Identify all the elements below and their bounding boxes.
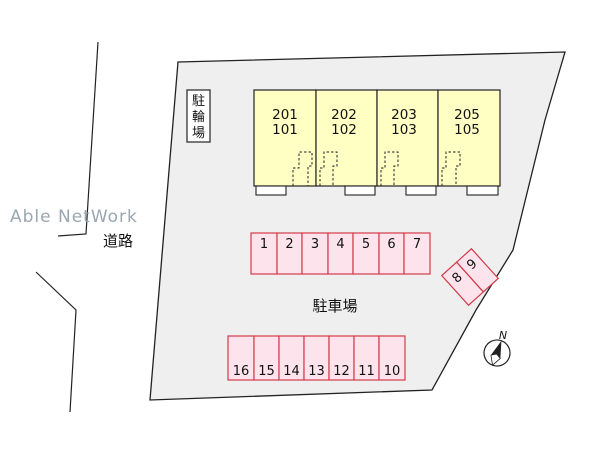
building-unit: 202 102 <box>315 89 378 196</box>
road-edge-lower <box>35 271 77 413</box>
entrance-dashed-outline <box>380 151 399 186</box>
parking-slot: 1 <box>250 232 278 275</box>
parking-slot: 7 <box>403 232 431 275</box>
entrance-dashed-outline <box>292 151 313 186</box>
unit-upper-number: 203 <box>391 107 417 123</box>
parking-slot-number: 15 <box>258 364 275 379</box>
road-label: 道路 <box>103 232 133 250</box>
parking-slot: 8 <box>440 261 485 307</box>
parking-angled: 8 9 <box>440 247 500 307</box>
bicycle-parking-box <box>186 89 211 143</box>
parking-slot-number: 4 <box>336 237 344 252</box>
entrance-dashed-outline <box>441 151 461 186</box>
parking-slot: 14 <box>278 335 305 381</box>
unit-upper-number: 202 <box>331 107 357 123</box>
parking-slot: 11 <box>353 335 380 381</box>
parking-slot: 13 <box>303 335 330 381</box>
parking-slot-number: 16 <box>233 364 250 379</box>
unit-upper-number: 201 <box>272 107 298 123</box>
parking-slot: 6 <box>378 232 405 275</box>
compass-icon <box>483 339 511 367</box>
parking-slot-number: 5 <box>362 237 370 252</box>
unit-step <box>466 185 499 196</box>
unit-lower-number: 105 <box>454 122 480 138</box>
parking-lot-label: 駐車場 <box>312 297 357 315</box>
watermark-text: Able NetWork <box>10 207 138 227</box>
parking-slot: 12 <box>328 335 355 381</box>
building-unit: 203 103 <box>376 89 439 196</box>
parking-slot: 2 <box>276 232 303 275</box>
road-lines <box>35 41 99 413</box>
bicycle-parking-char-1: 駐 <box>192 94 205 109</box>
bicycle-parking-char-2: 輪 <box>192 109 205 125</box>
parking-slot-number: 1 <box>260 237 268 252</box>
building-unit: 201 101 <box>253 89 317 196</box>
bicycle-parking-char-3: 場 <box>192 126 205 141</box>
unit-lower-number: 101 <box>272 122 298 138</box>
bicycle-parking: 駐 輪 場 <box>186 89 211 143</box>
parking-slot-number: 11 <box>358 364 375 379</box>
parking-slot: 5 <box>352 232 380 275</box>
building: 201 101 202 102 203 103 205 105 <box>253 89 501 196</box>
compass-north-label: N <box>499 329 507 342</box>
unit-step <box>344 185 376 196</box>
parking-row-top: 1 2 3 4 5 6 7 <box>250 232 431 275</box>
parking-slot-number: 7 <box>413 237 421 252</box>
entrance-dashed-outline <box>319 151 338 186</box>
parking-slot-number: 2 <box>285 237 293 252</box>
unit-lower-number: 103 <box>391 122 417 138</box>
parking-slot: 10 <box>378 335 406 381</box>
parking-slot-number: 6 <box>387 237 395 252</box>
parking-slot: 9 <box>455 247 500 293</box>
road-edge-upper <box>57 41 99 237</box>
parking-slot-number: 13 <box>308 364 325 379</box>
parking-slot: 15 <box>253 335 280 381</box>
parking-slot-number: 3 <box>311 237 319 252</box>
parking-slot: 4 <box>327 232 354 275</box>
unit-step <box>255 185 287 196</box>
parking-slot: 3 <box>301 232 329 275</box>
parking-slot-number: 10 <box>384 364 401 379</box>
building-unit: 205 105 <box>437 89 501 196</box>
unit-step <box>405 185 437 196</box>
parking-slot: 16 <box>227 335 255 381</box>
parking-slot-number: 14 <box>283 364 300 379</box>
parking-slot-number: 12 <box>333 364 350 379</box>
unit-upper-number: 205 <box>454 107 480 123</box>
parking-row-bottom: 16 15 14 13 12 11 10 <box>227 335 406 381</box>
unit-lower-number: 102 <box>331 122 357 138</box>
